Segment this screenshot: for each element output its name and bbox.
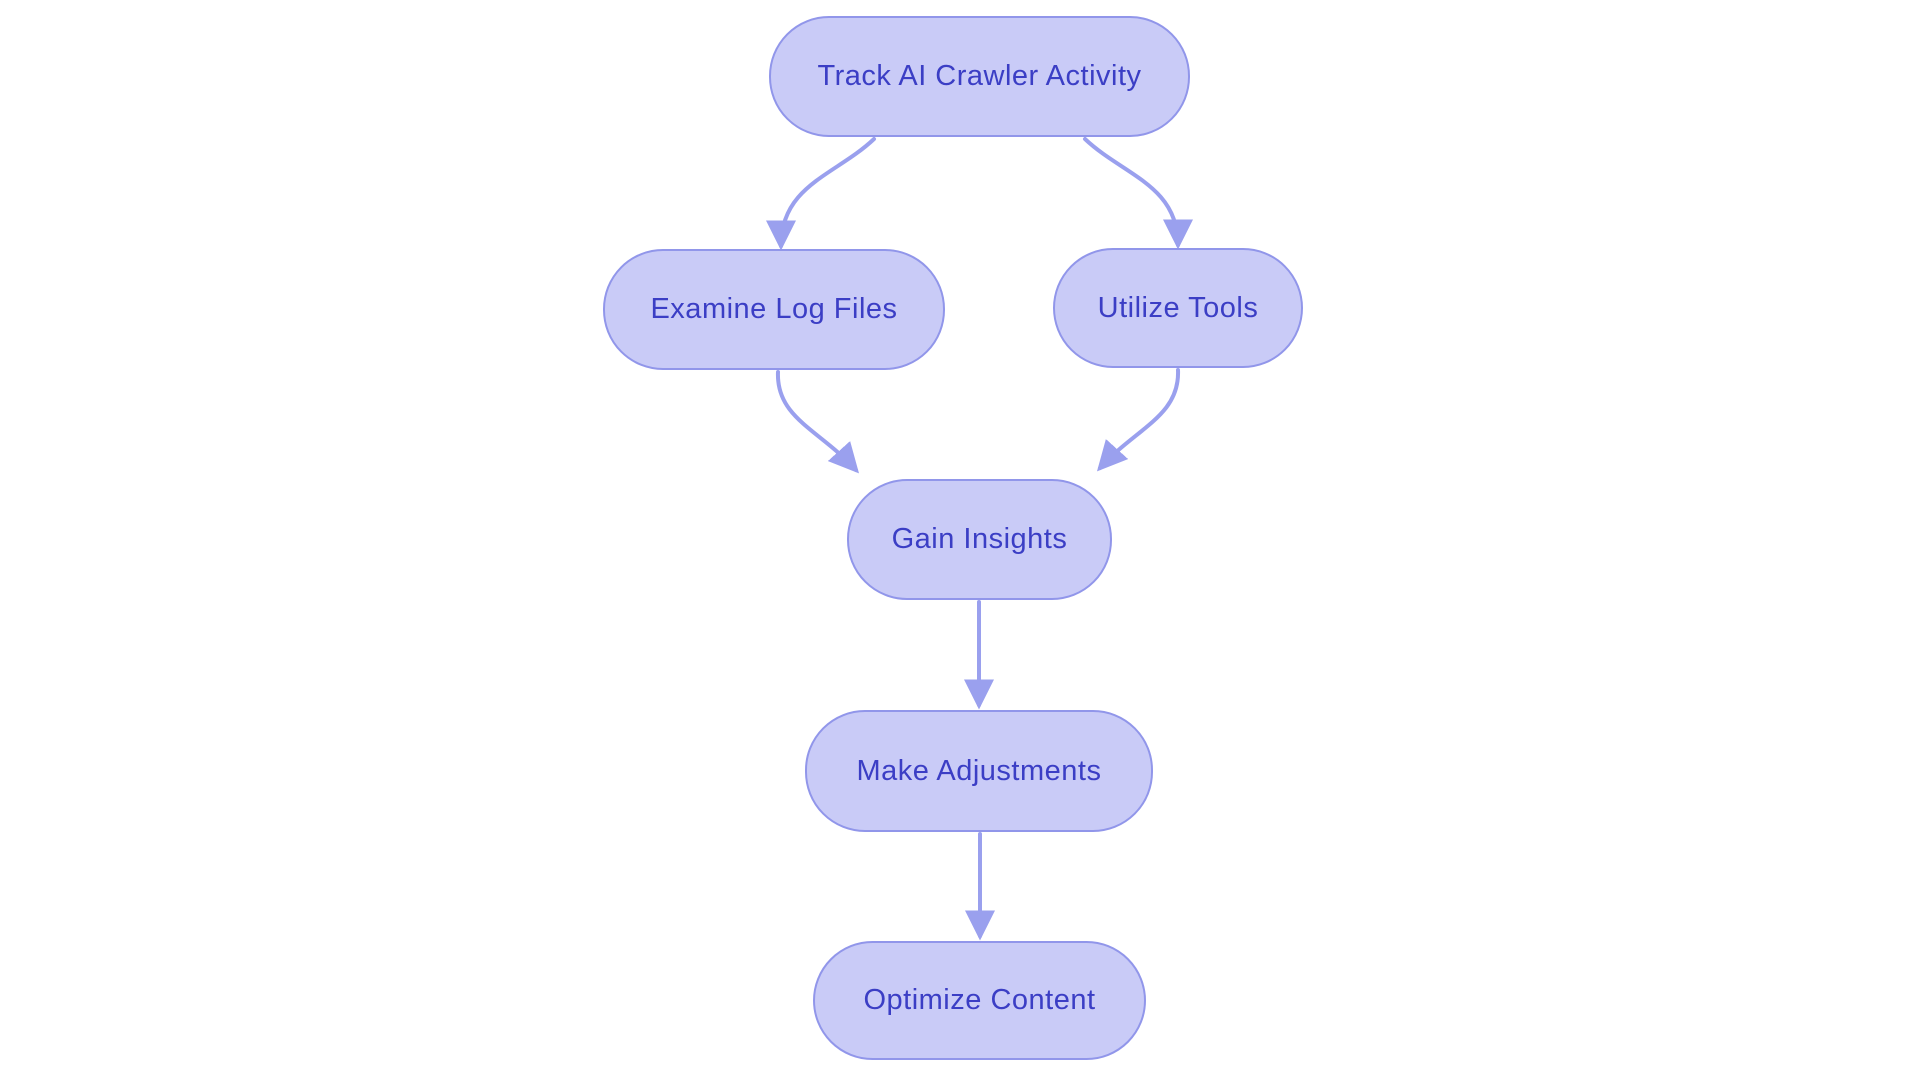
node-examine-log-files: Examine Log Files bbox=[603, 249, 945, 370]
node-label: Gain Insights bbox=[891, 523, 1068, 556]
edge-track-to-examine bbox=[766, 137, 876, 251]
node-label: Utilize Tools bbox=[1097, 291, 1259, 324]
edge-utilize-to-gain bbox=[1096, 368, 1181, 472]
node-utilize-tools: Utilize Tools bbox=[1053, 248, 1303, 368]
node-label: Make Adjustments bbox=[856, 754, 1102, 787]
edge-track-to-utilize bbox=[1083, 137, 1193, 250]
node-label: Examine Log Files bbox=[650, 293, 898, 326]
node-label: Track AI Crawler Activity bbox=[817, 60, 1142, 93]
node-make-adjustments: Make Adjustments bbox=[805, 710, 1153, 832]
edge-examine-to-gain bbox=[775, 370, 860, 474]
node-gain-insights: Gain Insights bbox=[847, 479, 1112, 600]
node-track-ai-crawler-activity: Track AI Crawler Activity bbox=[769, 16, 1190, 137]
node-label: Optimize Content bbox=[863, 984, 1096, 1017]
node-optimize-content: Optimize Content bbox=[813, 941, 1146, 1060]
